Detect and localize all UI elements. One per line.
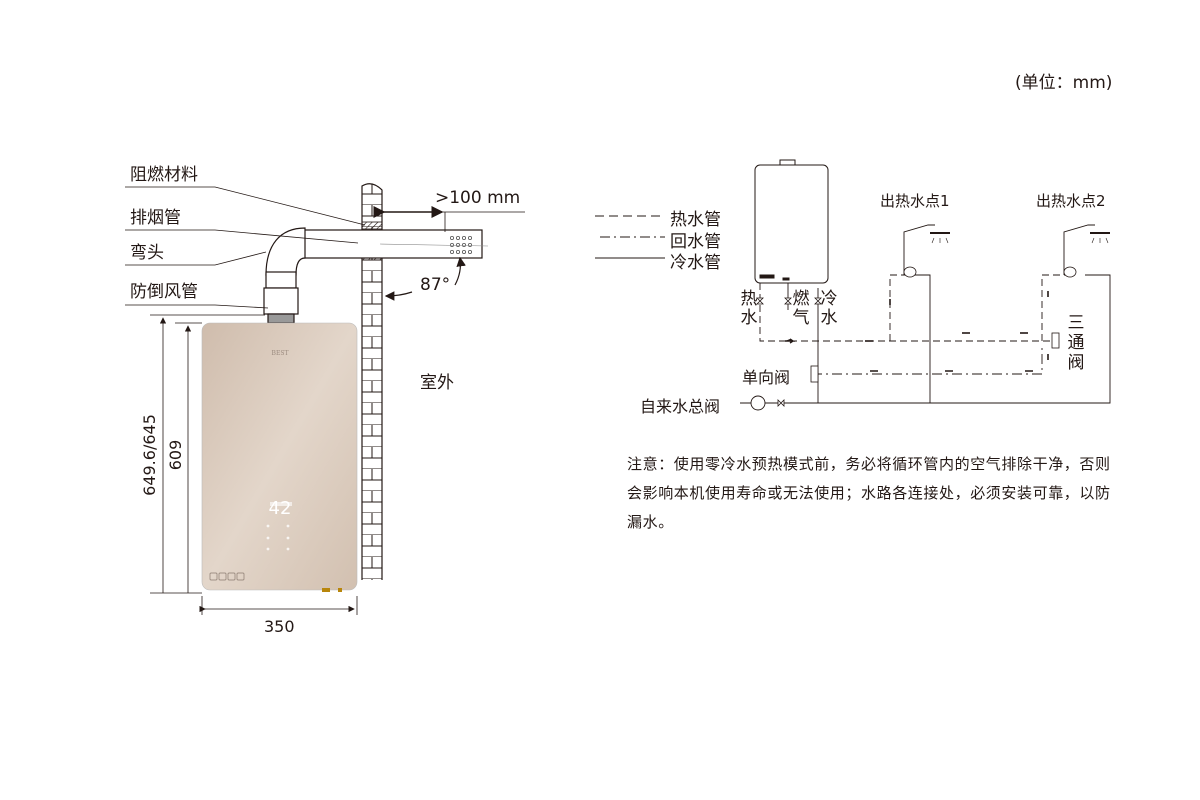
- angle-arrow-up: [454, 256, 466, 286]
- return-water-pipe: [812, 346, 1043, 375]
- outlet-2-label: 出热水点2: [1036, 192, 1106, 210]
- brand-logo: BEST: [272, 350, 289, 357]
- angle-arrow-wall: [384, 291, 413, 301]
- legend-lines: [595, 215, 665, 259]
- main-valve-label: 自来水总阀: [640, 397, 721, 416]
- three-way-valve-label: 三通阀: [1067, 313, 1085, 373]
- fire-retardant-top: [361, 221, 383, 230]
- angle-label: 87°: [420, 275, 451, 295]
- vent-holes: [449, 235, 472, 254]
- elbow: [265, 227, 306, 276]
- caution-note: 注意：使用零冷水预热模式前，务必将循环管内的空气排除干净，否则会影响本机使用寿命…: [627, 455, 1111, 531]
- label-exhaust-pipe: 排烟管: [130, 208, 181, 228]
- schematic-heater: [754, 159, 829, 284]
- three-way-valve-icon: [1051, 332, 1060, 349]
- legend-hot-label: 热水管: [670, 210, 721, 230]
- valves: [756, 266, 1077, 407]
- flow-arrows: [785, 291, 1049, 372]
- port-cold-label: 冷水: [820, 289, 838, 328]
- clearance-label: >100 mm: [435, 188, 521, 208]
- temperature-display: 42: [269, 498, 292, 519]
- check-valve-icon: [810, 365, 819, 383]
- dimension-lines: [150, 314, 358, 615]
- total-height-label: 649.6/645: [140, 414, 159, 496]
- check-valve-label: 单向阀: [742, 368, 791, 387]
- pipe-segment: [265, 271, 297, 289]
- body-height-label: 609: [166, 440, 185, 471]
- water-heater: [201, 322, 358, 592]
- leader-lines: [125, 186, 366, 309]
- hot-water-pipe: [759, 283, 1052, 342]
- legend-return-label: 回水管: [670, 232, 721, 252]
- pipes: [740, 224, 1111, 411]
- label-fire-retardant: 阻燃材料: [130, 165, 198, 185]
- width-label: 350: [264, 617, 295, 636]
- outdoor-label: 室外: [420, 373, 454, 393]
- port-gas-label: 燃气: [792, 289, 810, 328]
- port-hot-label: 热水: [740, 289, 758, 328]
- outlet-1-label: 出热水点1: [880, 192, 950, 210]
- label-anti-backdraft: 防倒风管: [130, 282, 198, 302]
- pipe-connector: [267, 313, 295, 324]
- pipe-centerline: [379, 243, 489, 247]
- unit-label: (单位：mm): [1015, 73, 1112, 93]
- label-elbow: 弯头: [130, 243, 164, 263]
- anti-backdraft-pipe: [263, 287, 299, 315]
- legend-cold-label: 冷水管: [670, 253, 721, 273]
- cold-water-pipe: [740, 274, 1111, 404]
